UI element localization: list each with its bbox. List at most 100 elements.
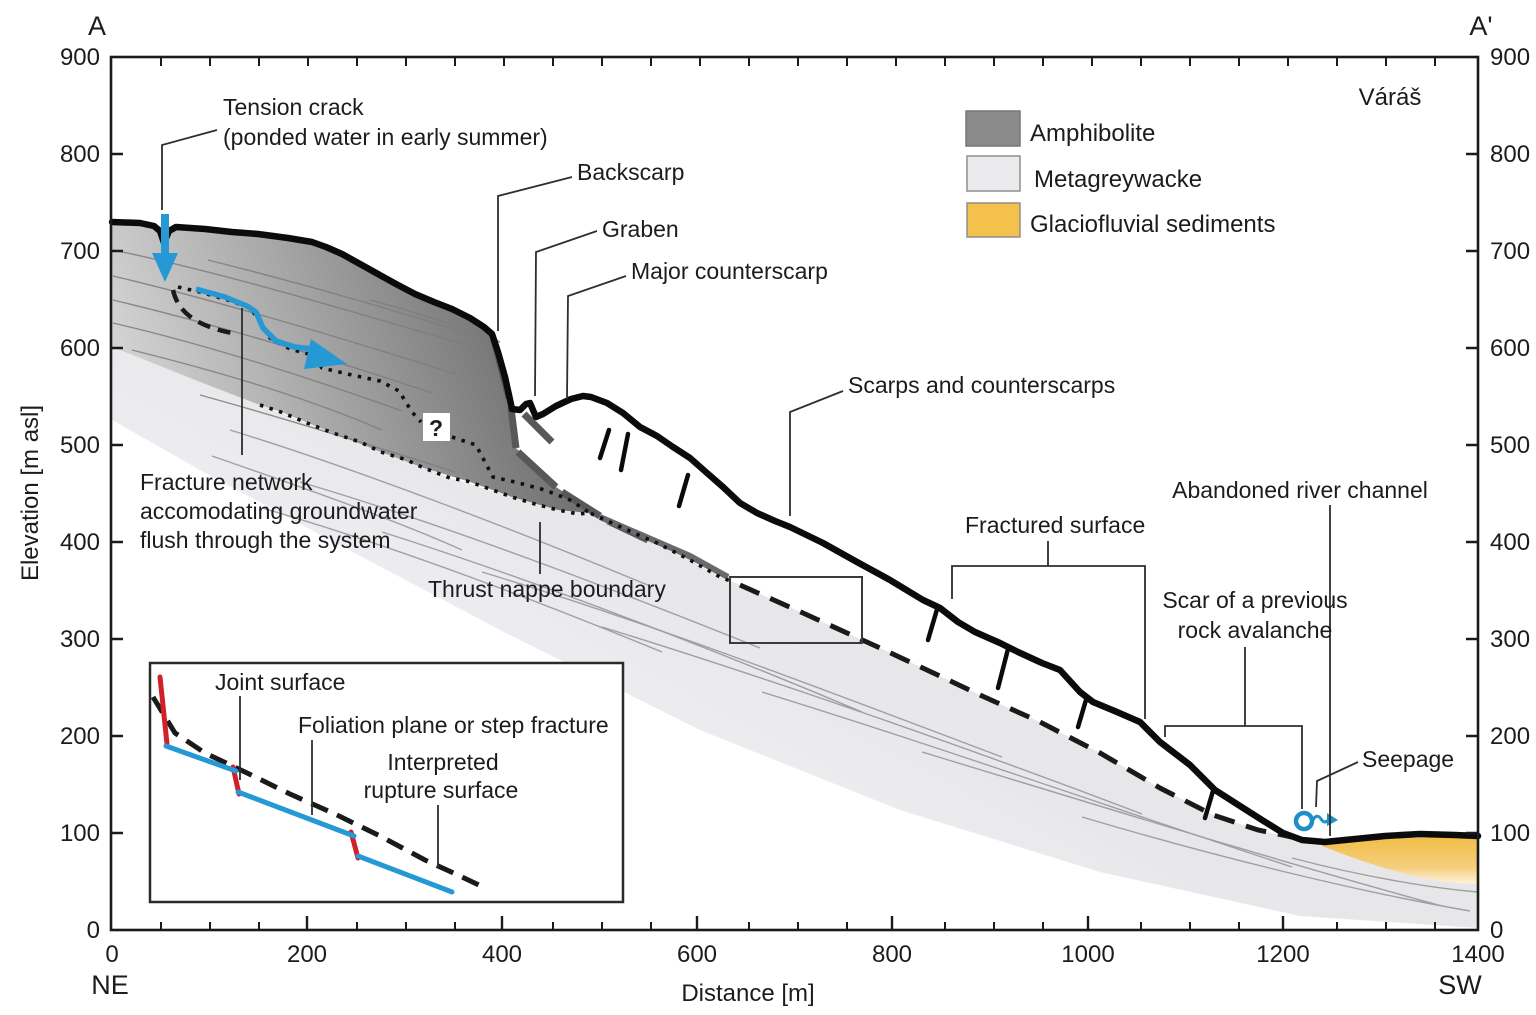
- legend-swatch-amphibolite: [965, 110, 1021, 147]
- fracture-network-label-1: Fracture network: [140, 469, 313, 495]
- y-left-100: 100: [60, 820, 100, 847]
- y-right-900: 900: [1490, 44, 1530, 71]
- bottom-axis-major-ticks: [305, 916, 1285, 930]
- x-axis-title: Distance [m]: [681, 980, 814, 1007]
- x-800: 800: [872, 941, 912, 968]
- y-left-600: 600: [60, 335, 100, 362]
- groundwater-flow-line: [195, 286, 347, 369]
- legend: Amphibolite Metagreywacke Glaciofluvial …: [965, 110, 1275, 238]
- annotation-labels: Tension crack (ponded water in early sum…: [140, 94, 1454, 772]
- y-axis-labels-right: 900 800 700 600 500 400 300 200 100 0: [1490, 44, 1530, 944]
- y-right-200: 200: [1490, 723, 1530, 750]
- scar-label-2: rock avalanche: [1178, 617, 1333, 643]
- amphibolite-body: [112, 222, 733, 580]
- question-mark: ?: [429, 415, 443, 441]
- x-400: 400: [482, 941, 522, 968]
- glaciofluvial-sediments: [1322, 837, 1478, 884]
- y-left-900: 900: [60, 44, 100, 71]
- fracture-network-label-2: accomodating groundwater: [140, 498, 418, 524]
- incipient-rupture-dashed: [170, 289, 233, 336]
- y-right-700: 700: [1490, 238, 1530, 265]
- section-endpoint-a-prime: A': [1469, 11, 1492, 41]
- tension-crack-water-arrow: [152, 214, 178, 282]
- left-axis-ticks: [111, 152, 123, 835]
- metagreywacke-body: [112, 347, 1478, 928]
- section-endpoint-a: A: [88, 11, 106, 41]
- y-right-600: 600: [1490, 335, 1530, 362]
- abandoned-channel-label: Abandoned river channel: [1172, 477, 1428, 503]
- y-right-100: 100: [1490, 820, 1530, 847]
- y-right-300: 300: [1490, 626, 1530, 653]
- fracture-network-label-3: flush through the system: [140, 527, 391, 553]
- y-left-500: 500: [60, 432, 100, 459]
- scarp-tick-marks: [597, 427, 1216, 821]
- foliation-lines-metagreywacke: [211, 429, 1479, 912]
- rupture-surface-dashed-line: [738, 582, 1293, 840]
- x-1200: 1200: [1256, 941, 1309, 968]
- inset-joint-label: Joint surface: [215, 669, 345, 695]
- backscarp-leader: [497, 176, 573, 331]
- tension-crack-label-1: Tension crack: [223, 94, 364, 120]
- inset-foliation-label: Foliation plane or step fracture: [298, 712, 609, 738]
- seepage-symbol: [1293, 810, 1338, 832]
- legend-swatch-metagreywacke: [966, 155, 1021, 192]
- y-right-800: 800: [1490, 141, 1530, 168]
- fractured-surface-bracket: [951, 541, 1146, 719]
- graben-label: Graben: [602, 216, 679, 242]
- corner-ne-label: NE: [91, 970, 129, 1000]
- legend-label-amphibolite: Amphibolite: [1030, 120, 1155, 147]
- y-axis-title: Elevation [m asl]: [17, 405, 44, 581]
- y-left-200: 200: [60, 723, 100, 750]
- y-right-400: 400: [1490, 529, 1530, 556]
- foliation-lines-amphibolite: [112, 249, 501, 473]
- y-left-400: 400: [60, 529, 100, 556]
- leader-lines: [161, 129, 1359, 836]
- scarps-leader: [789, 390, 844, 516]
- scarps-counterscarps-label: Scarps and counterscarps: [848, 372, 1115, 398]
- inset-interpreted-label-1: Interpreted: [387, 749, 498, 775]
- fractured-surface-label: Fractured surface: [965, 512, 1145, 538]
- inset-foliation-planes: [163, 743, 455, 895]
- scar-label-1: Scar of a previous: [1162, 587, 1347, 613]
- bottom-axis-minor-ticks: [160, 922, 1436, 930]
- plot-frame: [109, 55, 1480, 932]
- top-axis-ticks: [160, 57, 1436, 66]
- detail-reference-box: [729, 576, 863, 644]
- inset-interpreted-label-2: rupture surface: [364, 777, 519, 803]
- right-axis-ticks: [1466, 152, 1478, 835]
- x-1000: 1000: [1061, 941, 1114, 968]
- graben-leader: [534, 230, 598, 397]
- legend-swatch-glaciofluvial: [966, 202, 1021, 238]
- thrust-nappe-label: Thrust nappe boundary: [428, 576, 666, 602]
- site-name-label: Váráš: [1359, 84, 1422, 111]
- y-axis-labels-left: 900 800 700 600 500 400 300 200 100 0: [60, 44, 100, 944]
- x-0: 0: [105, 941, 118, 968]
- seepage-leader: [1315, 761, 1359, 808]
- seepage-label: Seepage: [1362, 746, 1454, 772]
- major-counterscarp-leader: [566, 275, 627, 400]
- legend-label-glaciofluvial: Glaciofluvial sediments: [1030, 211, 1275, 238]
- fracture-dotted-line: [177, 285, 591, 515]
- question-mark-box: ?: [423, 413, 450, 441]
- y-left-0: 0: [87, 917, 100, 944]
- tension-crack-label-2: (ponded water in early summer): [223, 124, 548, 150]
- scar-bracket: [1164, 647, 1303, 809]
- y-right-0: 0: [1490, 917, 1503, 944]
- y-left-700: 700: [60, 238, 100, 265]
- y-right-500: 500: [1490, 432, 1530, 459]
- y-left-300: 300: [60, 626, 100, 653]
- x-axis-labels: 0 200 400 600 800 1000 1200 1400: [105, 941, 1504, 968]
- y-left-800: 800: [60, 141, 100, 168]
- inset-detail-box: Joint surface Foliation plane or step fr…: [148, 661, 625, 904]
- major-counterscarp-label: Major counterscarp: [631, 258, 828, 284]
- x-200: 200: [287, 941, 327, 968]
- x-1400: 1400: [1451, 941, 1504, 968]
- corner-sw-label: SW: [1438, 970, 1482, 1000]
- x-600: 600: [677, 941, 717, 968]
- thrust-nappe-dotted-line: [259, 403, 734, 584]
- backscarp-label: Backscarp: [577, 159, 684, 185]
- legend-label-metagreywacke: Metagreywacke: [1034, 166, 1202, 193]
- slope-profile-line: [108, 218, 1482, 846]
